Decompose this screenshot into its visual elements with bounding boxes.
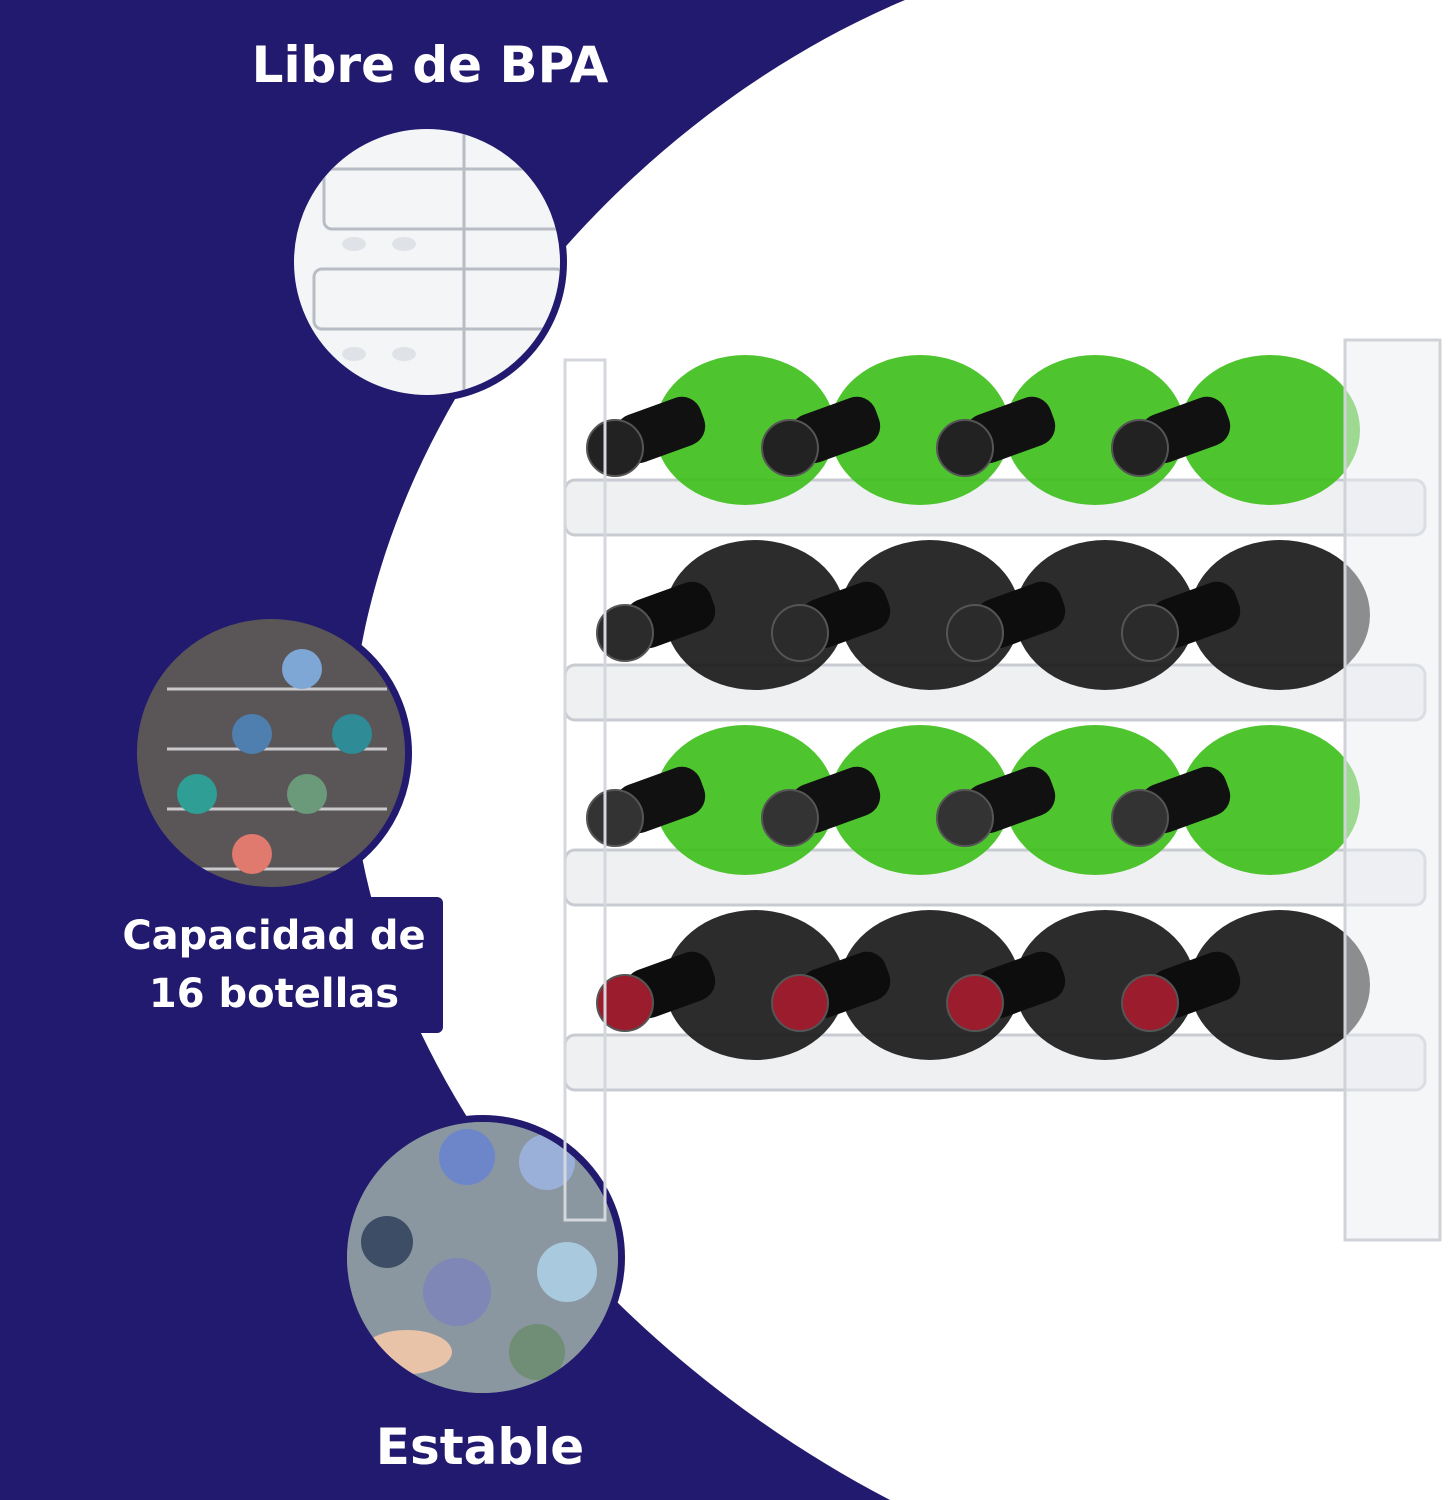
- rack-side-left: [563, 358, 607, 1222]
- wine-rack-product-image: [563, 338, 1442, 1242]
- capacity-line-2: 16 botellas: [148, 971, 400, 1017]
- feature-title-stable: Estable: [375, 1418, 585, 1476]
- feature-image-bpa-closeup: [287, 122, 567, 402]
- rack-side-right: [1343, 338, 1442, 1242]
- capacity-label-box: Capacidad de 16 botellas: [105, 897, 443, 1033]
- rack-row: [563, 355, 1427, 537]
- wine-bottle: [1121, 910, 1370, 1060]
- wine-bottle: [1111, 725, 1360, 875]
- capacity-line-1: Capacidad de: [122, 913, 426, 959]
- wine-bottle: [1121, 540, 1370, 690]
- feature-image-water-bottles-rack: [130, 612, 412, 894]
- rack-row: [563, 725, 1427, 907]
- rack-row: [563, 910, 1427, 1092]
- wine-bottle: [1111, 355, 1360, 505]
- feature-title-bpa: Libre de BPA: [251, 36, 609, 94]
- rack-row: [563, 540, 1427, 722]
- feature-image-stable-hand: [340, 1115, 625, 1400]
